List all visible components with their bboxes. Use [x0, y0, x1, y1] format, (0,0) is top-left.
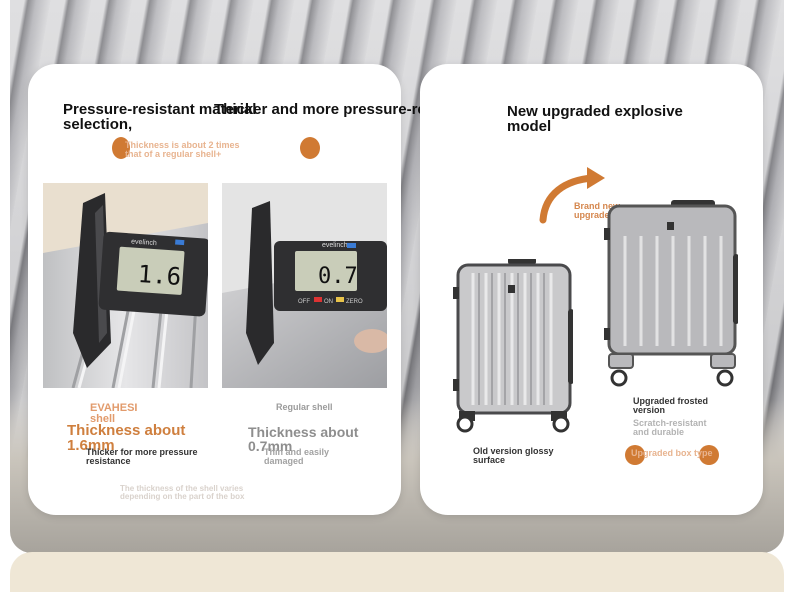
material-heading: Pressure-resistant material selection, [63, 101, 257, 133]
thin-shell-caliper-photo: 0.7 evelinch OFF ON ZERO [222, 183, 387, 388]
box-type-marker-left [625, 445, 645, 465]
thickness-footnote: The thickness of the shell varies depend… [120, 484, 245, 501]
box-type-marker-right [699, 445, 719, 465]
upgrade-heading: New upgraded explosive model [507, 103, 683, 135]
finger [354, 329, 387, 353]
orange-marker-left [112, 137, 130, 159]
svg-text:ZERO: ZERO [346, 299, 363, 305]
thin-thickness-label: Thickness about 0.7mm [248, 424, 359, 454]
thick-caliper-illustration: 1.6 evelinch [43, 183, 208, 388]
box-type-label: Upgraded box type [631, 448, 713, 458]
svg-text:OFF: OFF [298, 299, 310, 305]
upgrade-arrow-icon [539, 167, 605, 224]
svg-text:evelinch: evelinch [322, 242, 348, 249]
regular-shell-label: Regular shell [276, 402, 333, 412]
evahesi-shell-label: EVAHESI shell [90, 402, 138, 425]
caliper-reading-right-value: 0.7 [318, 264, 358, 289]
upgrade-comparison-card: New upgraded explosive model Brand new u… [420, 64, 763, 515]
old-suitcase-illustration [453, 259, 573, 433]
old-version-caption: Old version glossy surface [473, 446, 554, 465]
bottom-cream-strip [10, 552, 784, 592]
thick-thickness-label: Thickness about 1.6mm [67, 422, 186, 454]
thin-description: Thin and easily damaged [264, 447, 330, 466]
svg-text:ON: ON [324, 299, 333, 305]
new-suitcase-illustration [604, 200, 738, 387]
thickness-note: Thickness is about 2 times that of a reg… [125, 140, 240, 159]
thick-description: Thicker for more pressure resistance [86, 447, 198, 466]
thickness-comparison-card: Pressure-resistant material selection, T… [28, 64, 474, 515]
svg-text:evelinch: evelinch [131, 238, 157, 247]
lcd-screen-left [116, 246, 185, 295]
lcd-screen-right [295, 251, 357, 291]
scratch-resistant-note: Scratch-resistant and durable [633, 418, 707, 437]
new-version-caption: Upgraded frosted version [633, 396, 709, 415]
thin-caliper-illustration: 0.7 evelinch OFF ON ZERO [222, 183, 387, 388]
thick-shell-caliper-photo: 1.6 evelinch [43, 183, 208, 388]
orange-marker-right [300, 137, 320, 159]
brand-new-upgrade-label: Brand new upgrade [574, 201, 621, 220]
caliper-reading-left: 1.6 [137, 260, 182, 291]
